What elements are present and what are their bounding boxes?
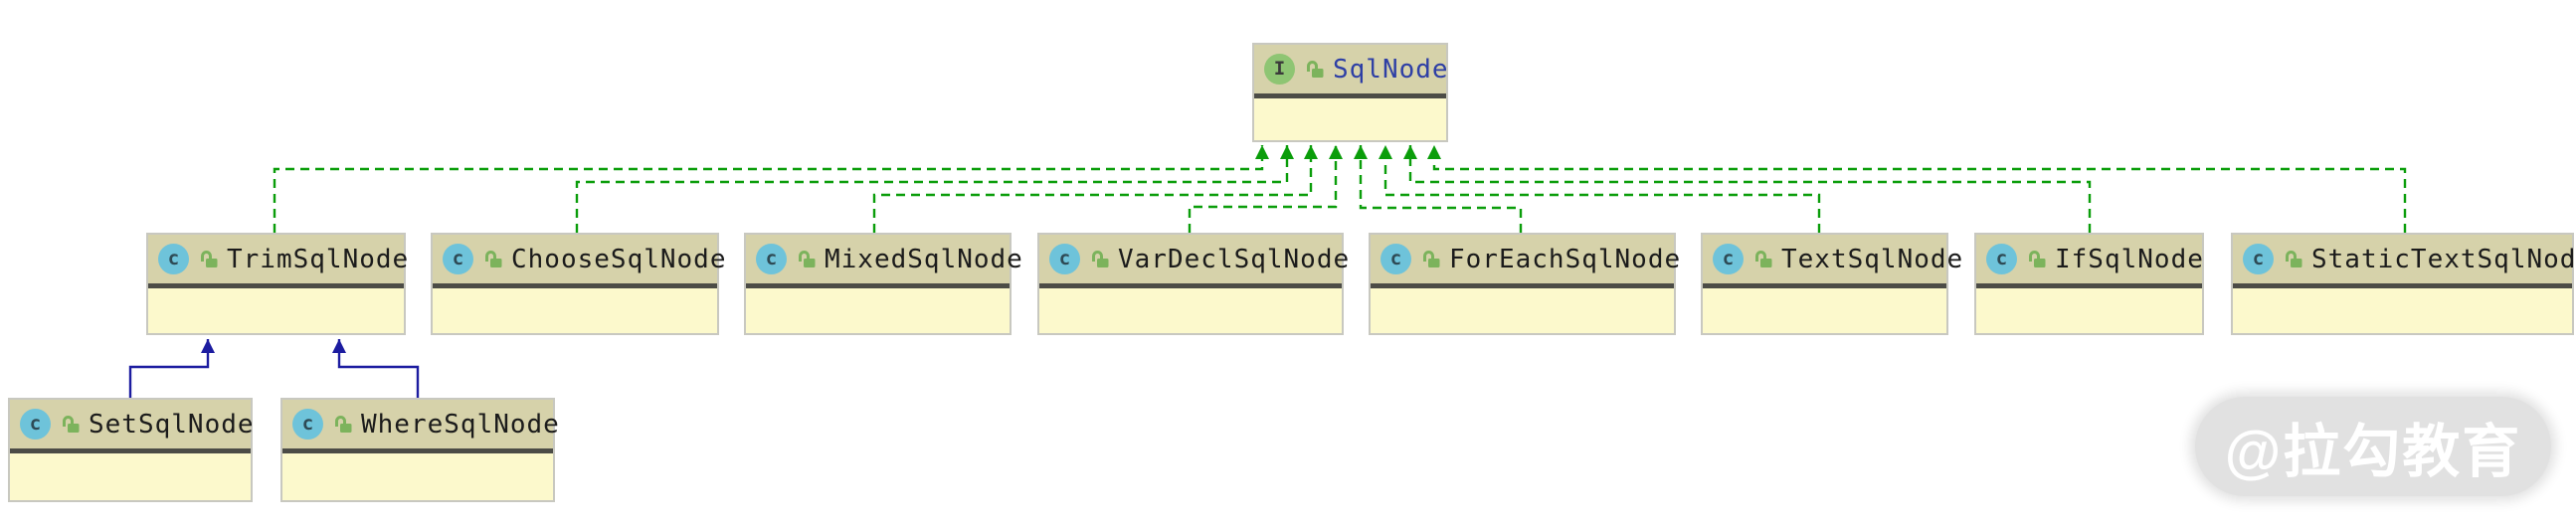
node-members-section [1039, 288, 1342, 333]
node-members-section [10, 453, 251, 500]
unlocked-icon [1302, 58, 1326, 82]
edge-statictextsqlnode-implements-sqlnode [1427, 145, 2407, 233]
node-members-section [1371, 288, 1674, 333]
class-name-label: StaticTextSqlNode [2311, 244, 2576, 274]
class-icon: c [1049, 244, 1080, 274]
node-header: c SetSqlNode [10, 400, 254, 453]
node-header: c StaticTextSqlNode [2233, 235, 2576, 288]
node-header: c IfSqlNode [1976, 235, 2204, 288]
unlocked-icon [480, 248, 504, 271]
edge-wheresqlnode-extends-trimsqlnode [332, 339, 420, 398]
class-icon: c [20, 409, 51, 440]
node-header: I SqlNode [1254, 45, 1449, 98]
class-node-mixedsqlnode[interactable]: c MixedSqlNode [744, 233, 1022, 335]
edge-textsqlnode-implements-sqlnode [1379, 145, 1821, 233]
class-icon: c [2243, 244, 2274, 274]
class-node-statictextsqlnode[interactable]: c StaticTextSqlNode [2231, 233, 2576, 335]
class-name-label: TrimSqlNode [227, 244, 410, 274]
class-icon: c [1986, 244, 2017, 274]
interface-name-label: SqlNode [1333, 54, 1449, 85]
class-node-foreachsqlnode[interactable]: c ForEachSqlNode [1369, 233, 1680, 335]
node-members-section [1976, 288, 2202, 333]
unlocked-icon [196, 248, 220, 271]
node-header: c TextSqlNode [1703, 235, 1962, 288]
unlocked-icon [794, 248, 818, 271]
edge-vardeclsqlnode-implements-sqlnode [1188, 145, 1343, 233]
edge-foreachsqlnode-implements-sqlnode [1354, 145, 1523, 233]
class-name-label: ChooseSqlNode [511, 244, 727, 274]
unlocked-icon [2281, 248, 2304, 271]
watermark-text: @拉勾教育 [2224, 420, 2522, 484]
edge-setsqlnode-extends-trimsqlnode [128, 339, 215, 398]
class-icon: c [1380, 244, 1411, 274]
class-node-wheresqlnode[interactable]: c WhereSqlNode [280, 398, 559, 502]
unlocked-icon [58, 413, 82, 437]
interface-icon: I [1264, 54, 1295, 85]
unlocked-icon [2024, 248, 2048, 271]
unlocked-icon [1418, 248, 1442, 271]
node-members-section [746, 288, 1010, 333]
node-members-section [1703, 288, 1946, 333]
interface-node-sqlnode[interactable]: I SqlNode [1252, 43, 1448, 142]
class-name-label: SetSqlNode [89, 409, 255, 440]
class-name-label: ForEachSqlNode [1449, 244, 1682, 274]
node-members-section [282, 453, 553, 500]
class-name-label: IfSqlNode [2055, 244, 2204, 274]
class-name-label: MixedSqlNode [825, 244, 1023, 274]
edge-choosesqlnode-implements-sqlnode [575, 145, 1294, 233]
class-icon: c [1713, 244, 1744, 274]
class-node-textsqlnode[interactable]: c TextSqlNode [1701, 233, 1962, 335]
unlocked-icon [330, 413, 354, 437]
class-node-trimsqlnode[interactable]: c TrimSqlNode [146, 233, 408, 335]
node-members-section [148, 288, 404, 333]
class-node-vardeclsqlnode[interactable]: c VarDeclSqlNode [1037, 233, 1349, 335]
edge-trimsqlnode-implements-sqlnode [273, 145, 1269, 233]
unlocked-icon [1087, 248, 1111, 271]
class-name-label: VarDeclSqlNode [1118, 244, 1351, 274]
class-icon: c [158, 244, 189, 274]
class-node-setsqlnode[interactable]: c SetSqlNode [8, 398, 254, 502]
class-name-label: WhereSqlNode [361, 409, 560, 440]
edge-ifsqlnode-implements-sqlnode [1403, 145, 2092, 233]
node-header: c TrimSqlNode [148, 235, 408, 288]
unlocked-icon [1750, 248, 1774, 271]
watermark-badge: @拉勾教育 [2195, 397, 2551, 496]
node-header: c WhereSqlNode [282, 400, 559, 453]
node-members-section [433, 288, 717, 333]
node-members-section [1254, 98, 1446, 140]
class-icon: c [756, 244, 787, 274]
node-header: c ForEachSqlNode [1371, 235, 1680, 288]
class-icon: c [292, 409, 323, 440]
node-header: c VarDeclSqlNode [1039, 235, 1349, 288]
class-name-label: TextSqlNode [1781, 244, 1964, 274]
class-node-choosesqlnode[interactable]: c ChooseSqlNode [431, 233, 726, 335]
class-icon: c [443, 244, 473, 274]
edge-mixedsqlnode-implements-sqlnode [872, 145, 1318, 233]
class-node-ifsqlnode[interactable]: c IfSqlNode [1974, 233, 2204, 335]
node-header: c ChooseSqlNode [433, 235, 726, 288]
node-header: c MixedSqlNode [746, 235, 1022, 288]
node-members-section [2233, 288, 2572, 333]
